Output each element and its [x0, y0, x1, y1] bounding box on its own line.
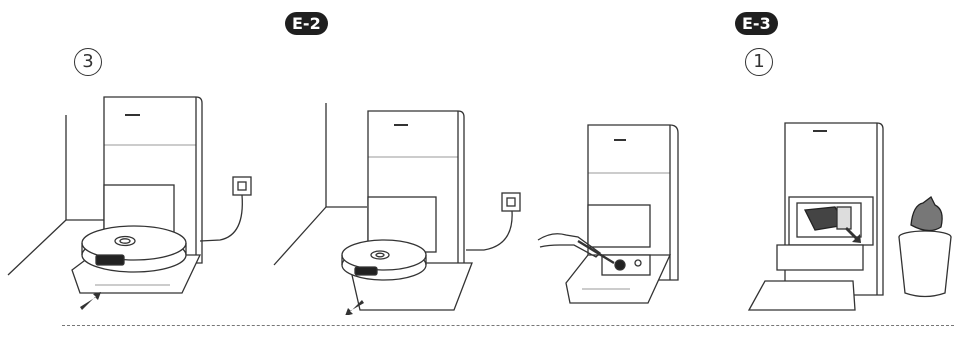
- illustration-dock-cleaning: [530, 85, 710, 315]
- step-number-1: 1: [745, 48, 773, 76]
- illustration-robot-docking: [0, 85, 270, 315]
- push-in-arrow-icon: [80, 292, 101, 310]
- dashed-divider: [62, 325, 954, 326]
- illustration-dust-bag-removal: [735, 85, 954, 315]
- illustration-robot-undocking: [262, 85, 542, 315]
- step-number-3: 3: [74, 48, 102, 76]
- section-badge-e3: E-3: [735, 12, 778, 35]
- section-badge-e2: E-2: [285, 12, 328, 35]
